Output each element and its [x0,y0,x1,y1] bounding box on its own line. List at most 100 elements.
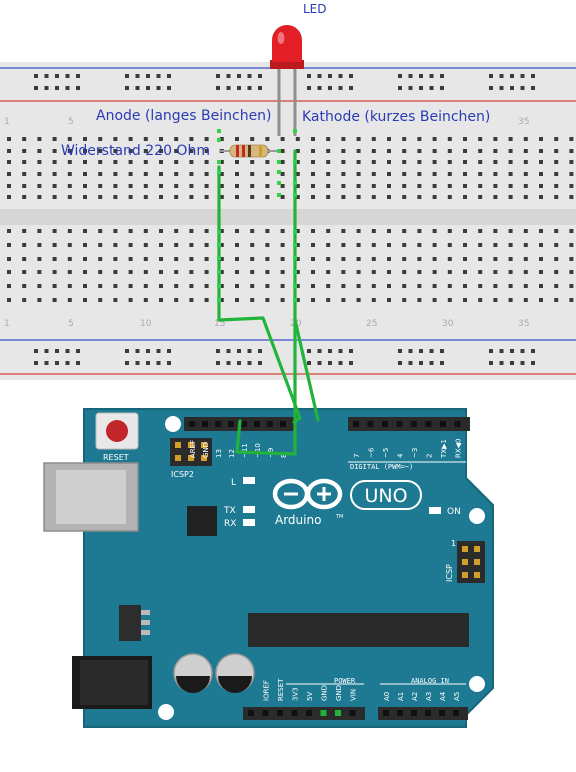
terminal-hole [83,149,87,153]
terminal-hole [37,257,42,261]
arduino-logo-icon [272,478,343,510]
rail-hole [338,86,343,90]
terminal-hole [67,137,72,141]
terminal-hole [7,149,11,153]
terminal-hole [7,172,11,176]
terminal-hole [204,137,209,141]
terminal-hole [22,298,27,302]
terminal-hole [311,184,315,188]
rail-hole [408,74,413,78]
terminal-hole [508,149,513,153]
terminal-hole [143,270,148,274]
power-pin-label: 5V [306,692,314,701]
terminal-hole [341,229,346,233]
mount-hole-3 [469,676,485,692]
mount-hole-2 [469,508,485,524]
terminal-hole [341,195,346,199]
digital-pin-label: 13 [215,449,223,458]
rail-hole [489,349,493,353]
terminal-hole [463,195,467,199]
terminal-hole [447,270,452,274]
terminal-hole [113,298,118,302]
rail-hole [135,86,140,90]
terminal-hole [569,172,574,176]
terminal-hole [508,257,513,261]
rail-hole [247,86,252,90]
terminal-hole [493,149,498,153]
terminal-hole [159,172,163,176]
digital-pin-label: ~10 [254,443,262,458]
terminal-hole [295,149,300,153]
rail-hole [510,361,514,365]
mount-hole-1 [165,416,181,432]
rail-hole [146,74,150,78]
terminal-hole [402,172,407,176]
terminal-hole [478,172,483,176]
terminal-hole [22,184,27,188]
terminal-hole [356,243,361,247]
rail-hole [531,361,535,365]
terminal-hole [417,137,422,141]
terminal-hole [37,172,42,176]
terminal-hole [128,195,133,199]
terminal-hole [98,243,103,247]
terminal-hole [83,229,87,233]
terminal-hole [387,172,391,176]
rail-hole [349,349,353,353]
digital-pin [267,421,273,427]
terminal-hole [341,184,346,188]
terminal-hole [508,195,513,199]
terminal-hole [554,137,559,141]
terminal-hole [113,229,118,233]
terminal-hole [204,298,209,302]
terminal-hole [554,257,559,261]
digital-pin [411,421,417,427]
terminal-hole [478,184,483,188]
terminal-hole [219,298,224,302]
terminal-hole [98,195,103,199]
terminal-hole [341,270,346,274]
terminal-hole [387,257,391,261]
terminal-hole [189,257,194,261]
terminal-hole [98,160,103,164]
rail-hole [520,86,525,90]
terminal-hole [7,137,11,141]
terminal-hole [113,195,118,199]
terminal-hole [7,243,11,247]
col-num-25: 25 [366,319,377,329]
terminal-hole [174,195,179,199]
terminal-hole [219,137,224,141]
terminal-hole [22,195,27,199]
terminal-hole [83,284,87,288]
terminal-hole [67,243,72,247]
terminal-hole [204,284,209,288]
terminal-hole [22,243,27,247]
terminal-hole [554,284,559,288]
terminal-hole [554,229,559,233]
terminal-hole [52,149,57,153]
terminal-hole [417,270,422,274]
terminal-hole [280,284,285,288]
terminal-hole [539,172,543,176]
terminal-hole [554,195,559,199]
terminal-hole [569,257,574,261]
terminal-hole [523,160,528,164]
terminal-hole [250,284,255,288]
icsp2-label: ICSP2 [171,470,194,479]
terminal-hole [143,160,148,164]
rail-hole [317,349,322,353]
terminal-hole [554,172,559,176]
digital-pin [215,421,221,427]
terminal-hole [432,243,437,247]
icsp-pins [462,546,480,578]
terminal-hole [174,270,179,274]
rail-hole [408,361,413,365]
terminal-hole [159,195,163,199]
digital-pin [425,421,432,427]
power-pin-label: IOREF [263,680,271,701]
rail-hole [531,349,535,353]
terminal-hole [128,160,133,164]
led-dome [272,25,302,62]
reset-button-cap [106,420,128,442]
